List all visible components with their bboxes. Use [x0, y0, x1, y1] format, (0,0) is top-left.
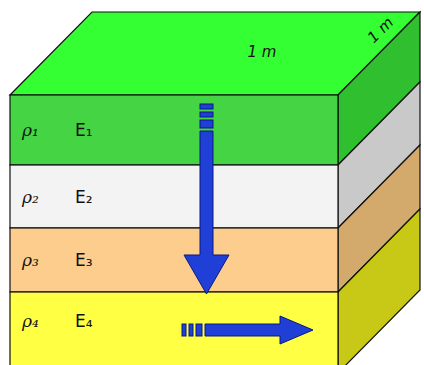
- front-face: [10, 228, 338, 292]
- modulus-symbol: E₁: [75, 120, 93, 140]
- modulus-symbol: E₂: [75, 187, 93, 207]
- modulus-symbol: E₄: [75, 311, 93, 331]
- flow-arrow: [184, 104, 229, 294]
- front-face: [10, 292, 338, 365]
- modulus-symbol: E₃: [75, 250, 93, 270]
- layer-band: ρ₄ E₄: [10, 292, 338, 365]
- side-face: [338, 209, 420, 365]
- density-symbol: ρ₁: [22, 120, 39, 140]
- dimension-label: 1 m: [248, 43, 277, 61]
- density-symbol: ρ₂: [22, 187, 39, 207]
- layer-band: ρ₁ E₁: [10, 95, 338, 165]
- density-symbol: ρ₃: [22, 250, 39, 270]
- front-face: [10, 165, 338, 228]
- flow-arrow: [182, 316, 313, 344]
- density-symbol: ρ₄: [22, 311, 39, 331]
- front-face: [10, 95, 338, 165]
- layer-band: ρ₂ E₂: [10, 165, 338, 228]
- layer-band: ρ₃ E₃: [10, 228, 338, 292]
